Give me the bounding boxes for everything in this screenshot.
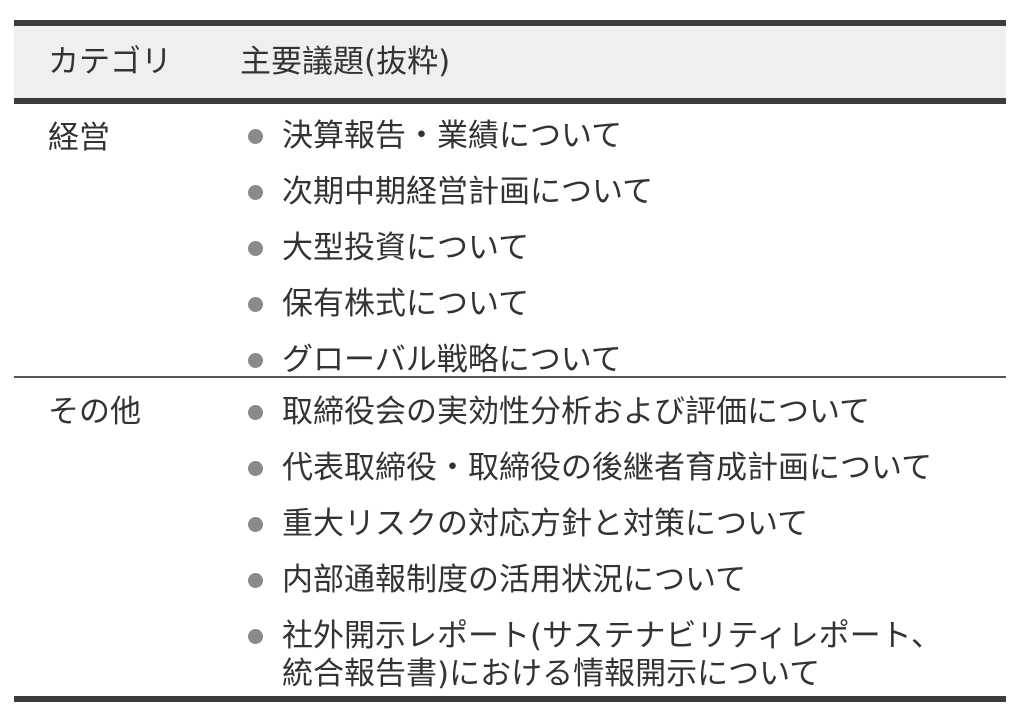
section-divider (14, 376, 1006, 378)
header-category: カテゴリ (48, 44, 172, 80)
list-item: グローバル戦略について (244, 332, 1006, 388)
list-item: 代表取締役・取締役の後継者育成計画について (244, 440, 1006, 496)
category-label: 経営 (48, 120, 110, 156)
topic-text: 次期中期経営計画について (282, 174, 654, 210)
section-management: 経営 決算報告・業績について 次期中期経営計画について 大型投資について 保有株… (14, 104, 1006, 378)
topic-list: 決算報告・業績について 次期中期経営計画について 大型投資について 保有株式につ… (14, 108, 1006, 388)
header-topics: 主要議題(抜粋) (240, 44, 451, 80)
bullet-icon (248, 241, 263, 256)
topic-list: 取締役会の実効性分析および評価について 代表取締役・取締役の後継者育成計画につい… (14, 384, 1006, 702)
agenda-table: カテゴリ 主要議題(抜粋) 経営 決算報告・業績について 次期中期経営計画につい… (14, 20, 1006, 702)
bullet-icon (248, 297, 263, 312)
header-rule (14, 98, 1006, 104)
topic-text: 取締役会の実効性分析および評価について (282, 394, 871, 430)
list-item: 重大リスクの対応方針と対策について (244, 496, 1006, 552)
bullet-icon (248, 629, 263, 644)
section-other: その他 取締役会の実効性分析および評価について 代表取締役・取締役の後継者育成計… (14, 378, 1006, 696)
list-item: 次期中期経営計画について (244, 164, 1006, 220)
bullet-icon (248, 573, 263, 588)
bullet-icon (248, 353, 263, 368)
topic-text: 内部通報制度の活用状況について (282, 562, 747, 598)
bullet-icon (248, 405, 263, 420)
topic-text: 大型投資について (282, 230, 530, 266)
top-rule (14, 20, 1006, 26)
list-item: 社外開示レポート(サステナビリティレポート、 統合報告書)における情報開示につい… (244, 608, 1006, 702)
table-header-row: カテゴリ 主要議題(抜粋) (14, 26, 1006, 98)
topic-text: グローバル戦略について (282, 342, 622, 378)
bullet-icon (248, 129, 263, 144)
topic-text: 保有株式について (282, 286, 530, 322)
bullet-icon (248, 461, 263, 476)
list-item: 大型投資について (244, 220, 1006, 276)
bullet-icon (248, 185, 263, 200)
list-item: 決算報告・業績について (244, 108, 1006, 164)
bullet-icon (248, 517, 263, 532)
bottom-rule (14, 696, 1006, 702)
list-item: 取締役会の実効性分析および評価について (244, 384, 1006, 440)
list-item: 内部通報制度の活用状況について (244, 552, 1006, 608)
topic-text: 社外開示レポート(サステナビリティレポート、 統合報告書)における情報開示につい… (282, 618, 942, 692)
topic-text: 重大リスクの対応方針と対策について (282, 506, 809, 542)
category-label: その他 (48, 394, 141, 430)
list-item: 保有株式について (244, 276, 1006, 332)
topic-text: 決算報告・業績について (282, 118, 623, 154)
topic-text: 代表取締役・取締役の後継者育成計画について (282, 450, 933, 486)
